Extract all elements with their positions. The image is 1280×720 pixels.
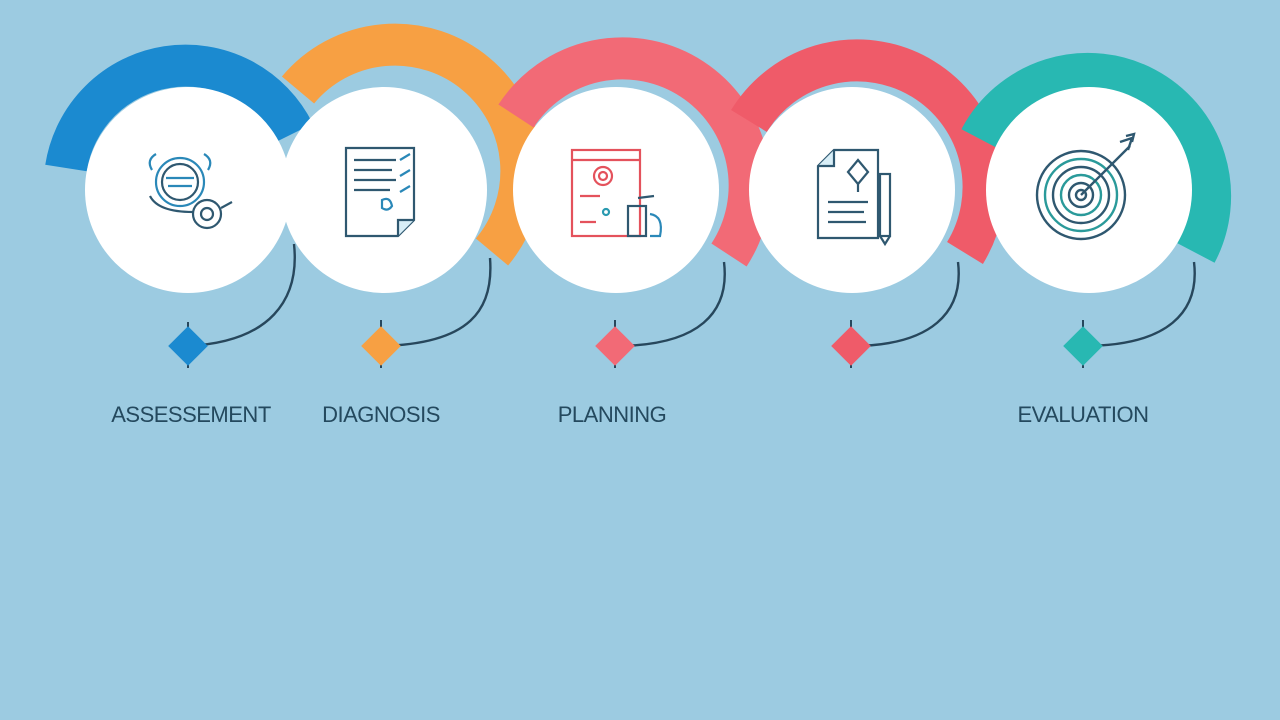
- step-planning-circle: [513, 87, 719, 293]
- planning-chart-icon: [570, 148, 662, 238]
- step-implementation-arc: [731, 39, 1005, 264]
- step-planning-connector: [614, 261, 726, 348]
- step-evaluation-circle: [986, 87, 1192, 293]
- clipboard-document-icon: [344, 146, 416, 238]
- step-assessment-circle: [85, 87, 291, 293]
- step-assessment-arc: [45, 44, 313, 172]
- step-implementation-diamond: [831, 326, 871, 366]
- step-assessment-diamond: [168, 326, 208, 366]
- step-planning: [498, 37, 771, 368]
- step-planning-label: PLANNING: [557, 402, 667, 427]
- step-evaluation-label: EVALUATION: [1017, 402, 1149, 427]
- target-arrow-icon: [1035, 132, 1136, 241]
- step-implementation-circle: [749, 87, 955, 293]
- step-planning-arc: [498, 37, 771, 267]
- step-evaluation-diamond: [1063, 326, 1103, 366]
- patient-assessment-icon: [148, 153, 233, 230]
- step-assessment-label: ASSESSEMENT: [111, 402, 271, 427]
- step-diagnosis-connector: [380, 257, 492, 348]
- step-evaluation-arc: [961, 52, 1232, 263]
- step-assessment-connector: [187, 243, 296, 348]
- step-evaluation: [961, 52, 1232, 368]
- step-assessment: [45, 44, 313, 368]
- step-diagnosis-diamond: [361, 326, 401, 366]
- step-evaluation-connector: [1082, 261, 1196, 348]
- step-implementation: [731, 39, 1005, 368]
- step-diagnosis-label: DIAGNOSIS: [322, 402, 440, 427]
- step-diagnosis: [281, 23, 543, 368]
- document-pencil-icon: [816, 148, 892, 247]
- step-planning-diamond: [595, 326, 635, 366]
- step-implementation-connector: [850, 261, 960, 348]
